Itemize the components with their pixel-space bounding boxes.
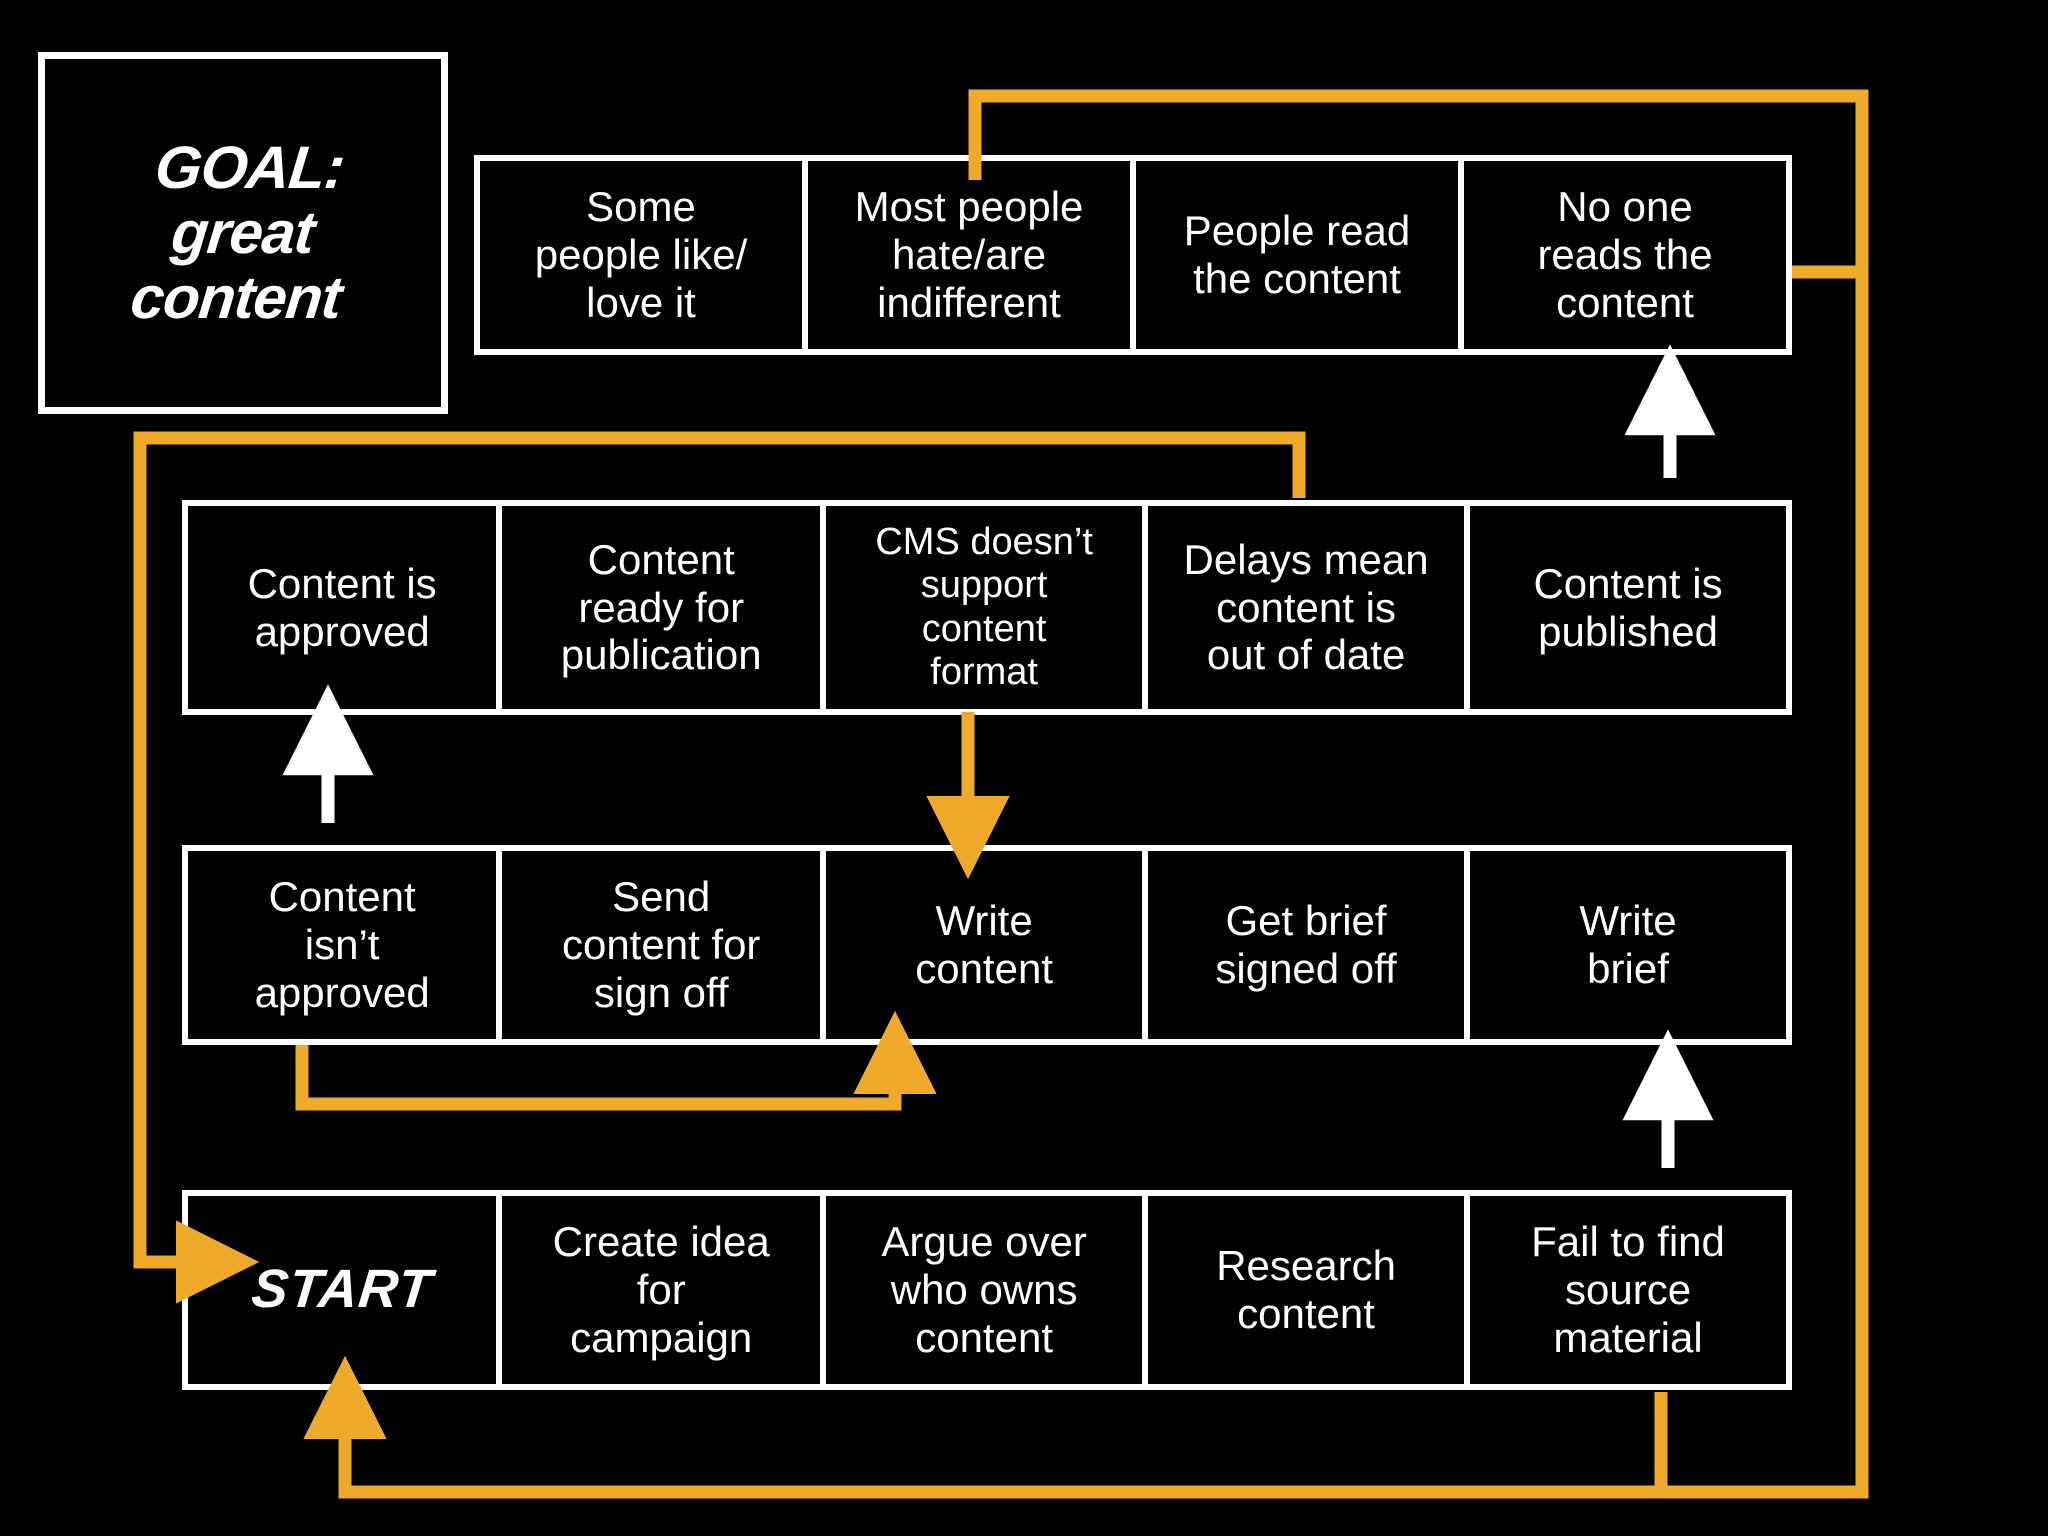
goal-line-3: content — [127, 263, 345, 331]
goal-line-2: great — [168, 198, 318, 266]
start-label: START — [249, 1259, 436, 1320]
path-content-isnt-approved-to-write-content — [295, 1010, 937, 1111]
goal-text: GOAL: great content — [127, 133, 358, 331]
goal-card: GOAL: great content — [38, 52, 448, 414]
box-start[interactable]: START — [188, 1196, 497, 1384]
goal-line-1: GOAL: — [152, 133, 348, 201]
